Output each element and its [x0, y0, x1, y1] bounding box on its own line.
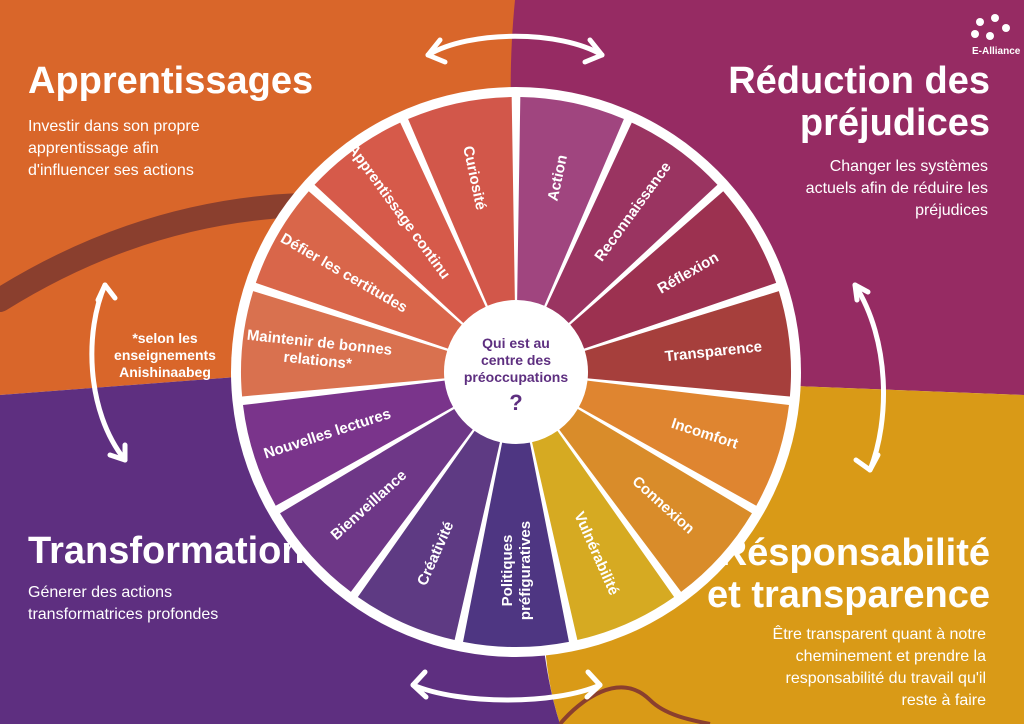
arrow-left	[89, 282, 128, 463]
anishinaabeg-note: *selon les enseignements Anishinaabeg	[114, 330, 216, 380]
wheel-segment	[559, 408, 752, 592]
wheel-segment	[584, 291, 791, 397]
wheel-segment	[241, 291, 448, 397]
wheel-center	[454, 310, 578, 434]
center-line-1: Qui est au	[482, 335, 550, 351]
wheel-segment	[280, 408, 473, 592]
apprentissages-title: Apprentissages	[28, 60, 314, 102]
responsabilite-title: Résponsabilité et transparence	[706, 532, 990, 616]
wheel-segment	[546, 122, 718, 323]
arrow-bottom	[410, 669, 603, 703]
arrow-right	[852, 282, 886, 473]
responsabilite-desc: Être transparent quant à notre chemineme…	[772, 626, 986, 709]
arrow-top	[425, 33, 605, 65]
transformation-title: Transformation	[28, 530, 305, 572]
wheel-segment	[357, 430, 500, 641]
center-line-2: centre des	[481, 352, 551, 368]
reduction-desc: Changer les systèmes actuels afin de réd…	[805, 158, 988, 219]
segment-label: Politiquespréfiguratives	[499, 521, 534, 620]
wheel-segment	[578, 380, 790, 506]
wheel-segment	[314, 122, 486, 323]
wheel-segment	[570, 191, 777, 349]
wheel-segment	[242, 380, 454, 506]
wheel-segment	[517, 97, 624, 306]
reduction-title: Réduction des préjudices	[728, 60, 990, 144]
transformation-desc: Génerer des actions transformatrices pro…	[28, 584, 219, 623]
wheel-segment	[463, 442, 569, 647]
center-question-mark: ?	[509, 390, 522, 415]
wheel-segment	[255, 191, 462, 349]
logo-text: E-Alliance	[972, 46, 1021, 57]
people-circle-icon	[971, 14, 1010, 40]
brown-scribble-bottom	[558, 685, 711, 724]
wheel-segment	[532, 430, 675, 641]
center-line-3: préoccupations	[464, 369, 568, 385]
wheel-segment	[408, 97, 515, 306]
apprentissages-desc: Investir dans son propre apprentissage a…	[28, 118, 200, 179]
